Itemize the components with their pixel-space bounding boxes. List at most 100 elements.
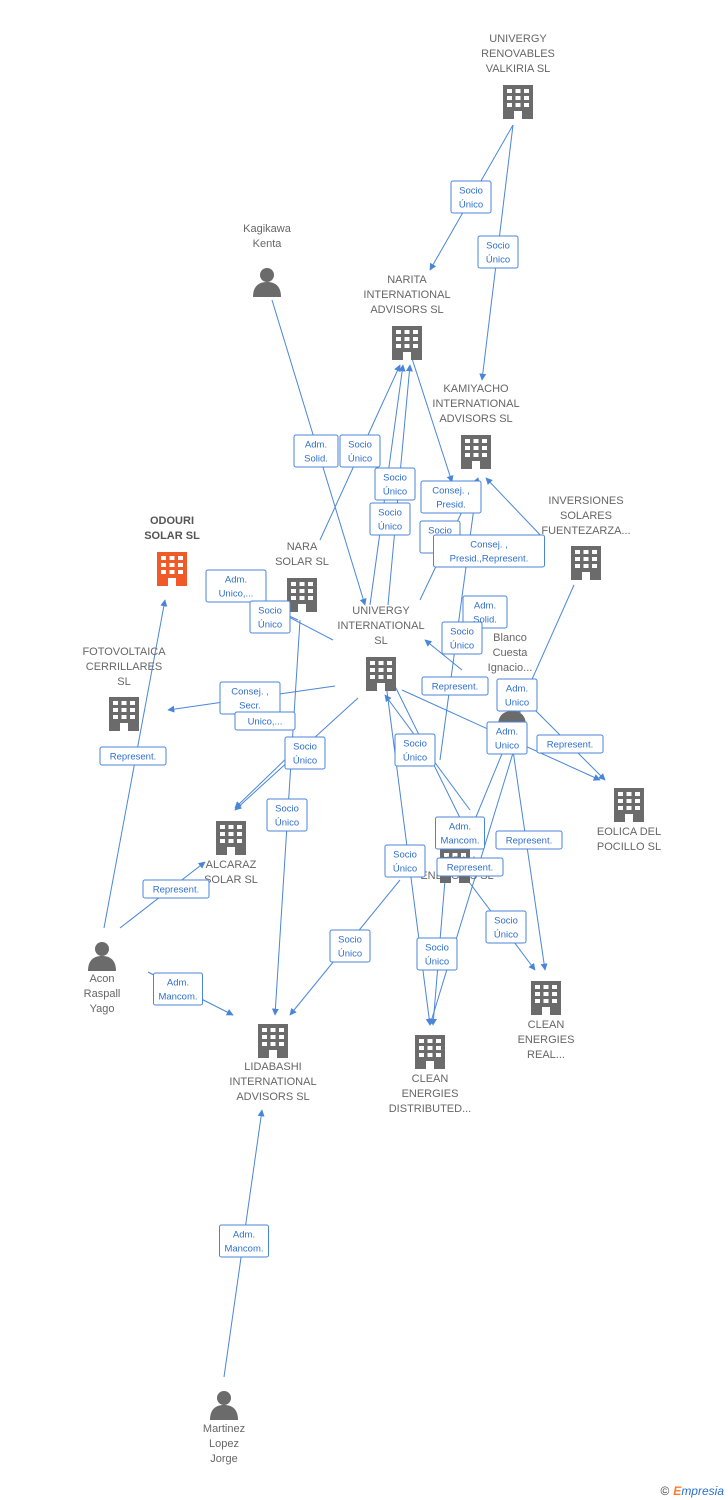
edge-label-text: Adm.Mancom.	[224, 1230, 263, 1255]
edge-label[interactable]: Adm.Unico	[496, 678, 538, 712]
edge-label-box	[486, 721, 528, 755]
empresia-watermark[interactable]: ©Empresia	[660, 1484, 724, 1498]
edge-label[interactable]: Represent.	[495, 830, 563, 850]
edge-label-box	[416, 937, 458, 971]
edge-label-box	[205, 569, 267, 603]
edge-label[interactable]: Unico,...	[234, 711, 296, 731]
edge-label[interactable]: Consej. ,Secr.	[219, 681, 281, 715]
edge-label-box	[374, 467, 416, 501]
person-icon	[210, 1391, 238, 1420]
company-building-icon	[287, 578, 317, 612]
edge-label-box	[329, 929, 371, 963]
edge-label-text: Consej. ,Presid.,Represent.	[450, 540, 529, 565]
focus-company-icon	[157, 552, 187, 586]
edge-label[interactable]: Adm.Mancom.	[153, 972, 203, 1006]
copyright-symbol: ©	[660, 1484, 670, 1498]
edge-label-text: Represent.	[110, 752, 156, 763]
edge-label-text: Adm.Unico,...	[219, 575, 254, 600]
company-building-icon	[614, 788, 644, 822]
edge-label[interactable]: Represent.	[99, 746, 167, 766]
edges-layer	[103, 124, 606, 1378]
edge-label[interactable]: Adm.Unico,...	[205, 569, 267, 603]
person-icon	[88, 942, 116, 971]
edge-label-box	[462, 595, 508, 629]
edge-label-box	[293, 434, 339, 468]
company-building-icon	[216, 821, 246, 855]
company-building-icon	[415, 1035, 445, 1069]
edge-label[interactable]: Adm.Solid.	[462, 595, 508, 629]
relation-edge	[509, 729, 548, 971]
relation-edge	[485, 477, 546, 541]
brand-initial: E	[673, 1484, 682, 1498]
edge-label[interactable]: Consej. ,Presid.,Represent.	[433, 534, 545, 568]
edge-label-box	[536, 734, 604, 754]
edge-label[interactable]: Adm.Mancom.	[219, 1224, 269, 1258]
edge-label-text: Unico,...	[248, 717, 283, 728]
edge-label-box	[441, 621, 483, 655]
edge-label[interactable]: Represent.	[142, 879, 210, 899]
edge-label-text: Adm.Unico	[505, 684, 529, 709]
edge-label[interactable]: Represent.	[536, 734, 604, 754]
edge-label[interactable]: Adm.Mancom.	[435, 816, 485, 850]
edge-label-box	[436, 857, 504, 877]
edge-label-text: Adm.Solid.	[473, 601, 497, 626]
brand-name: mpresia	[681, 1484, 724, 1498]
edge-label-box	[433, 534, 545, 568]
company-building-icon	[461, 435, 491, 469]
edge-label-box	[234, 711, 296, 731]
edge-label[interactable]: Adm.Solid.	[293, 434, 339, 468]
edge-label[interactable]: Represent.	[436, 857, 504, 877]
edge-label[interactable]: Adm.Unico	[486, 721, 528, 755]
edge-label-box	[435, 816, 485, 850]
edge-label[interactable]: Consej. ,Presid.	[420, 480, 482, 514]
company-building-icon	[571, 546, 601, 580]
edge-label[interactable]: Represent.	[421, 676, 489, 696]
relation-edge	[428, 729, 521, 1026]
